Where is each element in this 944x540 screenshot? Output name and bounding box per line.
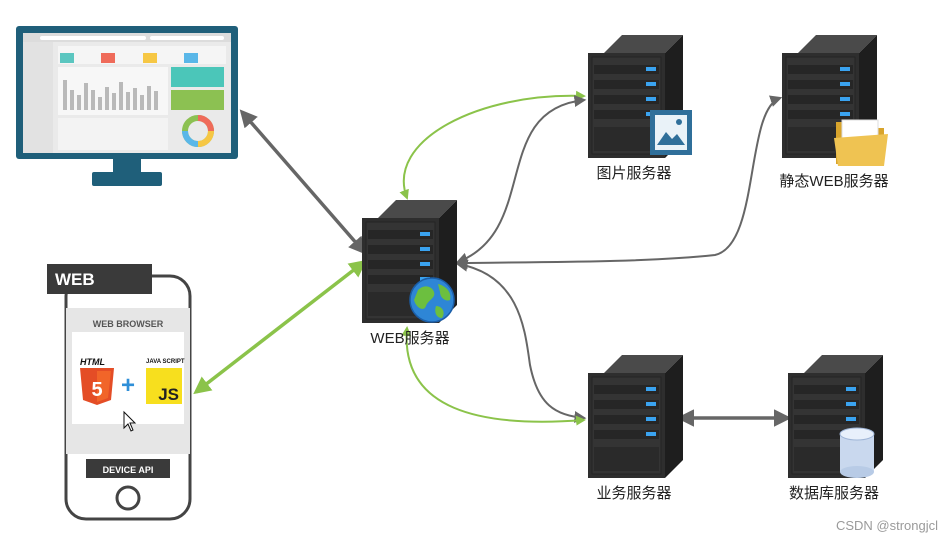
html-label: HTML <box>80 357 105 367</box>
arrow-webserver-businessserver-green <box>401 326 586 426</box>
arrow-monitor-webserver <box>239 109 367 255</box>
database-server: 数据库服务器 <box>787 354 884 502</box>
smartphone-icon: WEB WEB BROWSER HTML 5 + JAVA SCRIPT JS … <box>47 264 192 521</box>
dashboard-monitor-icon <box>16 26 238 186</box>
js-badge: JS <box>158 385 179 404</box>
database-cylinder-icon <box>839 427 875 478</box>
business-server-tower-icon <box>587 354 684 479</box>
javascript-icon: JS <box>146 368 182 404</box>
arrow-webserver-imageserver-green <box>399 90 586 200</box>
static-web-server: 静态WEB服务器 <box>779 34 889 190</box>
database-server-label: 数据库服务器 <box>789 485 879 502</box>
business-server-label: 业务服务器 <box>596 485 671 502</box>
html5-icon: 5 <box>80 368 114 405</box>
web-browser-label: WEB BROWSER <box>93 319 164 329</box>
globe-icon <box>409 277 455 323</box>
picture-icon <box>650 110 692 155</box>
mouse-cursor-icon <box>123 410 137 432</box>
image-server: 图片服务器 <box>587 34 692 182</box>
connections <box>193 90 792 427</box>
web-server: WEB服务器 <box>361 199 458 347</box>
watermark: CSDN @strongjcl <box>836 518 938 533</box>
device-api-label: DEVICE API <box>103 465 154 475</box>
arrow-webserver-businessserver-gray <box>455 259 587 423</box>
web-server-label: WEB服务器 <box>370 330 449 347</box>
image-server-label: 图片服务器 <box>596 165 671 182</box>
plus-sign: + <box>121 372 135 399</box>
phone-tag: WEB <box>55 270 95 289</box>
business-server: 业务服务器 <box>587 354 684 502</box>
javascript-label: JAVA SCRIPT <box>146 359 185 365</box>
html5-badge: 5 <box>91 379 102 401</box>
static-web-server-label: 静态WEB服务器 <box>779 173 888 190</box>
arrow-webserver-imageserver-gray <box>455 95 587 265</box>
folder-icon <box>834 119 888 166</box>
arrow-phone-webserver <box>193 259 367 395</box>
